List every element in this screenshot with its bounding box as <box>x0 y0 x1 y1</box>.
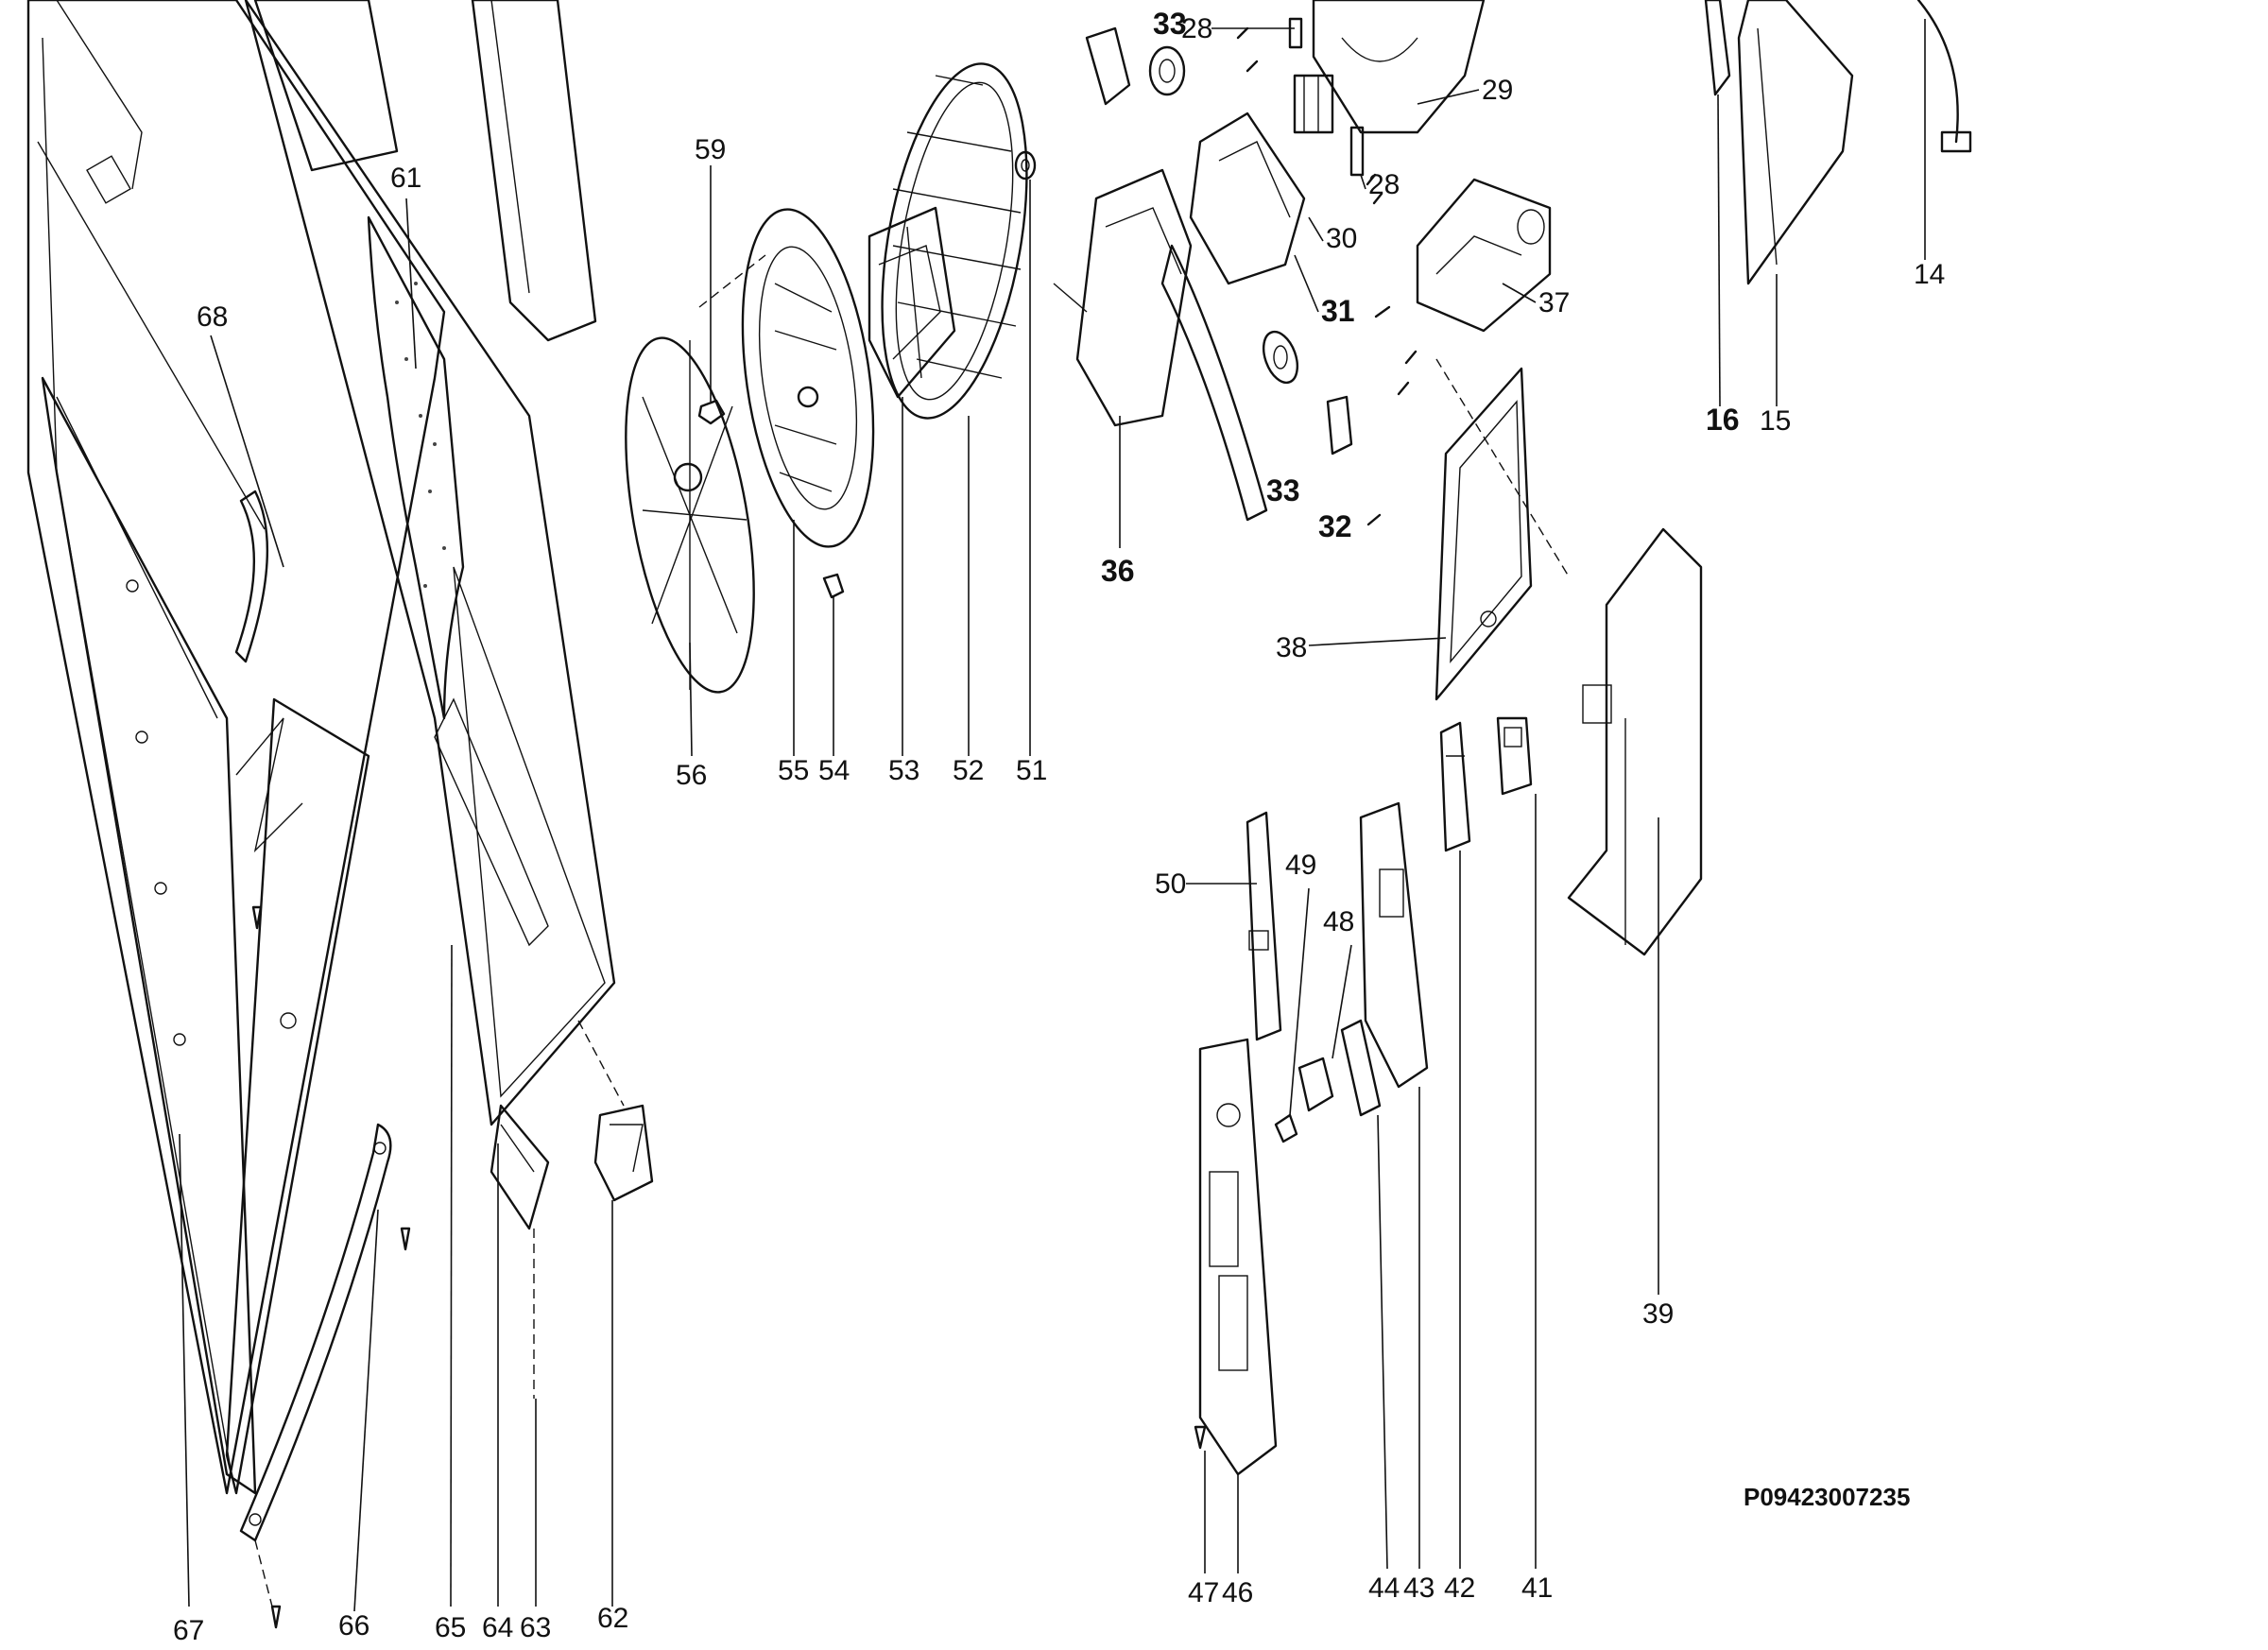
top-grille-panel <box>253 0 597 342</box>
bottom-rail-66 <box>239 1123 392 1542</box>
thermostat-36 <box>1053 168 1268 522</box>
callout-label: 66 <box>338 1610 369 1641</box>
rear-panel <box>225 697 370 1495</box>
callout-label: 14 <box>1914 259 1945 290</box>
callout-label: 49 <box>1285 850 1316 881</box>
cover-44 <box>1340 1019 1382 1117</box>
callout-label: 68 <box>197 301 228 333</box>
side-panel-67 <box>41 376 257 1495</box>
washer-51 <box>1014 150 1037 180</box>
nut-59 <box>697 399 726 425</box>
callout-label: 51 <box>1016 755 1047 786</box>
filter-mat-61 <box>367 215 465 720</box>
fan-guard-56 <box>625 336 755 694</box>
terminals-28 <box>1288 17 1365 177</box>
callout-label: 65 <box>435 1612 466 1643</box>
callout-label: 33 <box>1153 7 1187 41</box>
fan-motor-mount-55 <box>741 208 875 548</box>
terminal-block-29 <box>1312 0 1486 134</box>
callout-label: 64 <box>482 1612 513 1643</box>
callout-label: 56 <box>676 760 707 791</box>
fan-axis-line <box>698 254 766 308</box>
callout-label: 42 <box>1444 1573 1475 1604</box>
callout-label: 44 <box>1368 1573 1400 1604</box>
callout-label: 59 <box>695 134 726 165</box>
callout-label: 55 <box>778 755 809 786</box>
callout-label: 38 <box>1276 632 1307 663</box>
switch-48 <box>1297 1057 1334 1112</box>
callout-label: 39 <box>1642 1298 1674 1330</box>
knob-33-upper <box>1148 45 1186 96</box>
screws-left <box>251 905 411 1629</box>
callout-label: 62 <box>597 1603 628 1634</box>
callout-label: 52 <box>953 755 984 786</box>
callout-label: 33 <box>1266 473 1300 507</box>
clip-54 <box>822 573 845 599</box>
front-cover-panel <box>26 0 446 1495</box>
callout-label: 16 <box>1706 403 1740 437</box>
callout-label: 36 <box>1101 554 1135 588</box>
callout-label: 15 <box>1760 405 1791 437</box>
callout-label: 63 <box>520 1612 551 1643</box>
callout-label: 50 <box>1155 868 1186 900</box>
callout-label: 41 <box>1521 1573 1553 1604</box>
knob-33-lower <box>1262 330 1299 385</box>
side-cover-15 <box>1737 0 1854 285</box>
callout-label: 37 <box>1538 287 1570 318</box>
switch-41 <box>1496 716 1533 796</box>
bracket-37 <box>1416 178 1552 333</box>
callout-label: 28 <box>1368 169 1400 200</box>
callout-label: 29 <box>1482 75 1513 106</box>
control-panel-46 <box>1198 1038 1278 1476</box>
pilot-lamp-top <box>1085 26 1131 106</box>
callout-label: 30 <box>1326 223 1357 254</box>
screw-47 <box>1194 1425 1207 1450</box>
fixing-lines-left <box>254 1020 625 1607</box>
callout-label: 28 <box>1181 13 1212 44</box>
switch-block-30 <box>1189 112 1306 285</box>
power-cord-14 <box>1916 0 1972 153</box>
leader-lines <box>179 19 1926 1612</box>
fan-wheel-52 <box>881 62 1028 420</box>
callout-label: 61 <box>390 163 421 194</box>
callout-label: 48 <box>1323 906 1354 937</box>
callout-labels: 14 15 16 28 28 29 30 31 32 33 33 36 37 3… <box>173 7 1945 1646</box>
deflector-68 <box>234 490 269 663</box>
filter-frame-65 <box>244 0 616 1126</box>
callout-label: 54 <box>818 755 850 786</box>
filter-element-64 <box>490 1104 550 1230</box>
callout-label: 67 <box>173 1615 204 1646</box>
small-screws-center <box>1236 26 1418 526</box>
connector-62 <box>593 1104 654 1202</box>
callout-label: 31 <box>1321 294 1355 328</box>
fan-motor-53 <box>868 206 956 399</box>
strip-16 <box>1704 0 1731 96</box>
callout-label: 53 <box>888 755 919 786</box>
label-plate-50 <box>1246 811 1282 1041</box>
callout-label: 47 <box>1188 1577 1219 1608</box>
knob-49 <box>1274 1113 1298 1143</box>
switch-42 <box>1439 721 1471 852</box>
cable-box-39 <box>1567 527 1703 956</box>
document-code: P09423007235 <box>1744 1483 1910 1511</box>
callout-label: 46 <box>1222 1577 1253 1608</box>
pilot-lamp-32 <box>1326 395 1353 455</box>
callout-label: 32 <box>1318 509 1352 543</box>
callout-label: 43 <box>1403 1573 1435 1604</box>
panel-43 <box>1359 801 1429 1089</box>
control-board-38 <box>1435 358 1570 701</box>
